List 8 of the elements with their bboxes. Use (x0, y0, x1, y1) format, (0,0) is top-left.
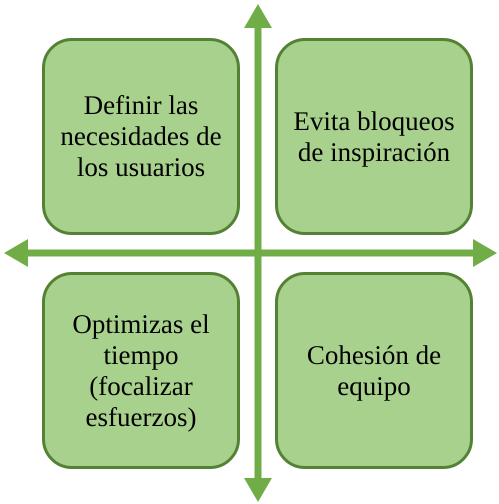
quadrant-box (42, 38, 240, 235)
quadrant-text: Definir las necesidades de los usuarios (59, 90, 223, 183)
quadrant-text: Evita bloqueos de inspiración (292, 106, 456, 168)
quadrant-text: Optimizas el tiempo (focalizar esfuerzos) (71, 308, 211, 432)
quadrant-box (275, 38, 473, 235)
quadrant-text: Cohesión de equipo (306, 340, 442, 402)
quadrant-box (42, 272, 240, 469)
quadrant-box (275, 272, 473, 469)
